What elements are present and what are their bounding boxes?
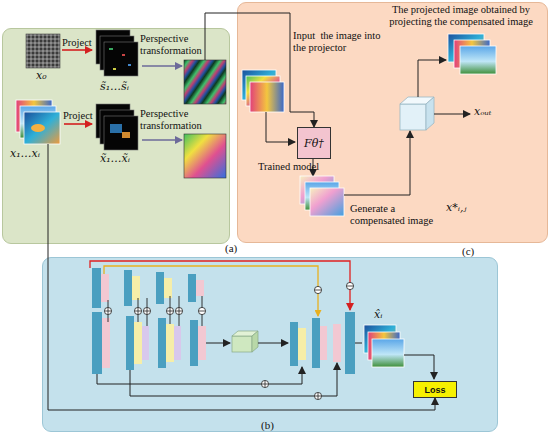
math-symbol: x*ᵢ,ⱼ <box>446 202 466 214</box>
reconstructed-image <box>372 339 404 367</box>
conv-block <box>333 324 341 362</box>
add-symbol <box>166 307 173 314</box>
warped-image <box>184 134 226 178</box>
panel-label: (a) <box>225 242 237 254</box>
description-text: The projected image obtained by projecti… <box>376 4 546 28</box>
add-symbol <box>167 308 173 314</box>
conv-block <box>102 318 110 368</box>
add-symbol <box>314 392 321 399</box>
add-symbol <box>261 380 268 387</box>
subtract-symbol <box>315 290 321 291</box>
subtract-symbol <box>199 311 205 312</box>
projected-frame <box>104 42 138 76</box>
projected-frame <box>104 116 138 150</box>
add-symbol <box>175 307 182 314</box>
subtract-symbol <box>346 282 353 289</box>
fish-shape <box>31 124 45 132</box>
step-label: Perspective transformation <box>140 108 202 132</box>
math-symbol: x₀ <box>36 70 47 82</box>
light-speck <box>122 54 125 56</box>
add-symbol <box>315 393 321 399</box>
bottleneck-cube <box>232 336 252 352</box>
math-symbol: x̂ᵢ <box>374 309 382 321</box>
math-symbol: x̃₁…x̃ᵢ <box>100 153 130 165</box>
conv-block <box>188 274 196 302</box>
subtract-symbol <box>198 307 205 314</box>
conv-block <box>92 312 102 374</box>
input-image <box>250 82 284 112</box>
add-symbol <box>134 307 141 314</box>
conv-block <box>345 312 355 374</box>
step-label: Project <box>62 37 92 49</box>
input-image <box>24 112 60 144</box>
output-image <box>460 46 496 74</box>
conv-block <box>166 324 174 362</box>
output-arrow <box>434 114 470 115</box>
warped-pattern-image <box>184 60 226 104</box>
step-label: Perspective transformation <box>140 33 202 57</box>
description-text: Input the image into the projector <box>293 30 381 54</box>
conv-block <box>196 280 204 296</box>
conv-block <box>164 278 172 298</box>
subtract-symbol <box>347 286 353 287</box>
model-box: Fθ† <box>297 127 331 159</box>
light-speck <box>128 64 131 66</box>
conv-block <box>190 320 198 366</box>
subtract-symbol <box>314 286 321 293</box>
conv-block <box>320 326 327 360</box>
conv-block <box>126 316 134 370</box>
description-text: Trained model <box>258 161 319 173</box>
add-symbol <box>144 308 150 314</box>
model-label: Fθ† <box>304 137 324 150</box>
add-symbol <box>262 381 268 387</box>
conv-block <box>101 274 109 302</box>
conv-block <box>134 322 142 364</box>
add-symbol <box>135 308 141 314</box>
noise-image <box>26 34 60 68</box>
light-speck <box>113 68 116 70</box>
light-speck <box>109 48 113 50</box>
add-symbol <box>104 307 111 314</box>
conv-block <box>92 268 101 308</box>
conv-block <box>124 270 132 306</box>
add-symbol <box>176 308 182 314</box>
loss-box: Loss <box>413 381 457 398</box>
math-symbol: xₒᵤₜ <box>474 106 492 118</box>
feed-line <box>48 144 49 244</box>
conv-block <box>142 326 149 360</box>
project-arrow <box>62 49 92 51</box>
transform-arrow <box>142 139 182 141</box>
conv-block <box>132 276 140 300</box>
project-arrow <box>64 123 92 125</box>
projected-content <box>122 132 130 138</box>
loss-label: Loss <box>424 385 445 395</box>
conv-block <box>174 326 181 360</box>
description-text: Generate a compensated image <box>350 203 442 227</box>
projector-cube <box>400 104 426 130</box>
flow-arrow <box>355 343 362 344</box>
compensated-image <box>310 188 344 216</box>
conv-block <box>158 318 166 368</box>
panel-label: (b) <box>261 419 274 431</box>
conv-block <box>312 318 320 368</box>
math-symbol: s̃₁…s̃ᵢ <box>100 81 129 93</box>
math-symbol: x₁…xᵢ <box>10 148 40 160</box>
flow-arrow <box>206 343 230 344</box>
conv-block <box>298 328 306 360</box>
panel-box: (b) Loss <box>42 257 498 432</box>
step-label: Project <box>63 110 93 122</box>
transform-arrow <box>142 65 182 67</box>
projected-content <box>110 124 122 133</box>
panel-label: (c) <box>462 245 474 257</box>
add-symbol <box>105 308 111 314</box>
add-symbol <box>143 307 150 314</box>
flow-arrow <box>258 343 288 344</box>
conv-block <box>198 326 206 360</box>
feed-line <box>205 28 206 60</box>
conv-block <box>156 272 164 304</box>
conv-block <box>290 322 298 366</box>
